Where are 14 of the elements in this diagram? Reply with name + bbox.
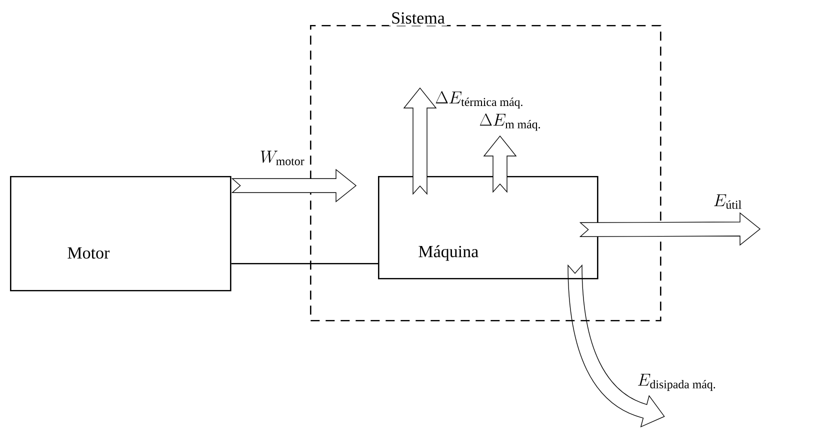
edge-label: $E_{\text{disipada máq.}}$ [638, 374, 716, 391]
machine-box: Máquina [378, 176, 598, 280]
node-label: Sistema [392, 12, 445, 24]
edge-label: $E_{\text{útil}}$ [714, 194, 742, 209]
curved-hollow-arrow [568, 264, 665, 428]
hollow-arrow [579, 212, 761, 246]
motor-box: Motor [10, 176, 232, 292]
edge-label: $\Delta E_{\text{térmica máq.}}$ [436, 91, 522, 108]
edge-label: $\Delta E_{\text{m máq.}}$ [480, 113, 540, 131]
hollow-arrow [483, 135, 517, 193]
hollow-arrow [231, 168, 357, 202]
shaft-line [231, 263, 378, 264]
edge-label: $W_{\text{motor}}$ [260, 150, 304, 166]
hollow-arrow [403, 87, 437, 195]
